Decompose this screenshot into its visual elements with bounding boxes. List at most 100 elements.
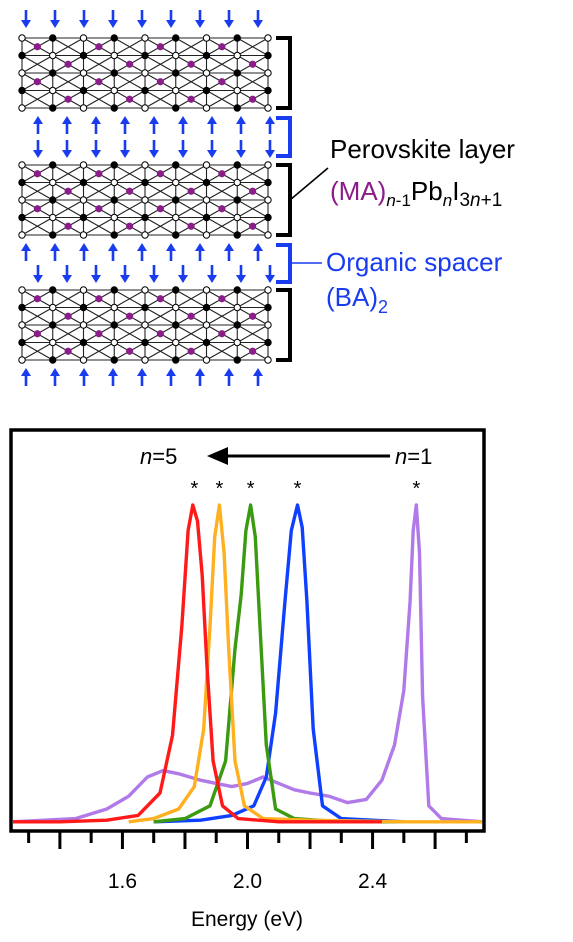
spacer-formula-ba: (BA) (326, 282, 378, 312)
peak-marker-n2: * (294, 478, 302, 500)
arrow-down-icon (62, 140, 72, 158)
ma-cation-dot-icon (33, 330, 41, 338)
arrow-up-icon (21, 243, 31, 261)
formula-pb-sub: n (443, 191, 452, 210)
layer-brackets (276, 36, 329, 362)
ma-cation-dot-icon (249, 347, 257, 355)
ma-cation-dot-icon (95, 205, 103, 213)
x-tick-label: 2.4 (358, 870, 388, 893)
arrow-up-icon (21, 368, 31, 386)
ma-cation-dot-icon (249, 222, 257, 230)
ma-cation-dot-icon (126, 95, 134, 103)
ma-cation-dot-icon (218, 295, 226, 303)
ma-cation-dot-icon (64, 95, 72, 103)
spacer-formula-sub: 2 (378, 297, 388, 317)
arrow-up-icon (224, 243, 234, 261)
ma-cation-dot-icon (187, 95, 195, 103)
arrow-down-icon (120, 140, 130, 158)
n1-label-var: n (395, 444, 407, 469)
arrow-down-icon (265, 265, 275, 283)
n5-label-rest: =5 (152, 444, 177, 469)
arrow-up-icon (224, 368, 234, 386)
octahedron-lattice-icon (18, 286, 272, 364)
ma-cation-dot-icon (33, 170, 41, 178)
arrow-up-icon (207, 116, 217, 134)
ma-cation-dot-icon (126, 222, 134, 230)
perovskite-leader-line (289, 167, 329, 201)
spacer-formula: (BA)2 (326, 282, 388, 317)
ma-cation-dot-icon (64, 222, 72, 230)
formula-i-sub-n: n (470, 190, 481, 211)
ma-cation-dot-icon (64, 60, 72, 68)
n1-label: n=1 (395, 444, 432, 469)
ma-cation-dot-icon (64, 347, 72, 355)
plot-frame (9, 428, 486, 833)
arrow-down-icon (207, 265, 217, 283)
peak-marker-n4: * (215, 478, 223, 500)
arrow-up-icon (178, 116, 188, 134)
arrow-down-icon (137, 10, 147, 28)
octahedron-lattice-icon (18, 161, 272, 239)
ma-cation-dot-icon (249, 187, 257, 195)
organic-spacer-label: Organic spacer (326, 247, 503, 277)
perovskite-lattices (18, 34, 272, 364)
formula-i: I (452, 176, 459, 206)
series-line-n3 (153, 503, 404, 824)
ma-cation-dot-icon (95, 330, 103, 338)
arrow-up-icon (50, 243, 60, 261)
ma-cation-dot-icon (156, 170, 164, 178)
ma-cation-dot-icon (156, 330, 164, 338)
perovskite-formula: (MA)n-1PbnI3n+1 (330, 176, 502, 211)
arrow-up-icon (253, 243, 263, 261)
arrow-down-icon (195, 10, 205, 28)
ma-cation-dot-icon (156, 43, 164, 51)
arrow-up-icon (253, 368, 263, 386)
ma-cation-dot-icon (33, 205, 41, 213)
ma-cation-dot-icon (187, 60, 195, 68)
arrow-down-icon (236, 265, 246, 283)
arrow-left-icon (207, 447, 228, 465)
arrow-down-icon (178, 265, 188, 283)
series-line-n2 (153, 503, 404, 824)
arrow-up-icon (166, 243, 176, 261)
ma-cation-dot-icon (126, 60, 134, 68)
arrow-up-icon (265, 116, 275, 134)
peak-marker-n5: * (190, 478, 198, 500)
n1-label-rest: =1 (407, 444, 432, 469)
ma-cation-dot-icon (64, 187, 72, 195)
peak-marker-n1: * (412, 478, 420, 500)
x-axis-label: Energy (eV) (191, 908, 303, 931)
x-tick-label: 1.6 (108, 870, 137, 893)
ma-cation-dot-icon (218, 330, 226, 338)
series-line-n1 (12, 503, 483, 824)
arrow-down-icon (62, 265, 72, 283)
ma-cation-dot-icon (218, 170, 226, 178)
ma-cation-dot-icon (249, 60, 257, 68)
x-axis-ticks (27, 832, 468, 849)
ma-cation-dot-icon (126, 347, 134, 355)
arrow-up-icon (50, 368, 60, 386)
spacer-bracket (276, 116, 292, 158)
arrow-up-icon (91, 116, 101, 134)
formula-sub-n: n (386, 191, 395, 210)
arrow-down-icon (91, 265, 101, 283)
ma-cation-dot-icon (95, 170, 103, 178)
arrow-down-icon (21, 10, 31, 28)
ma-cation-dot-icon (126, 187, 134, 195)
arrow-down-icon (178, 140, 188, 158)
arrow-up-icon (79, 368, 89, 386)
arrow-down-icon (224, 10, 234, 28)
perovskite-layer-label: Perovskite layer (330, 134, 515, 164)
arrow-up-icon (108, 368, 118, 386)
spacer-bracket (276, 243, 292, 284)
series-line-n5 (13, 503, 382, 824)
arrow-up-icon (149, 116, 159, 134)
formula-sub-minus1: -1 (396, 191, 411, 210)
arrow-up-icon (195, 243, 205, 261)
octahedron-lattice-icon (18, 34, 272, 112)
arrow-up-icon (120, 116, 130, 134)
arrow-down-icon (91, 140, 101, 158)
perovskite-bracket (276, 163, 292, 237)
